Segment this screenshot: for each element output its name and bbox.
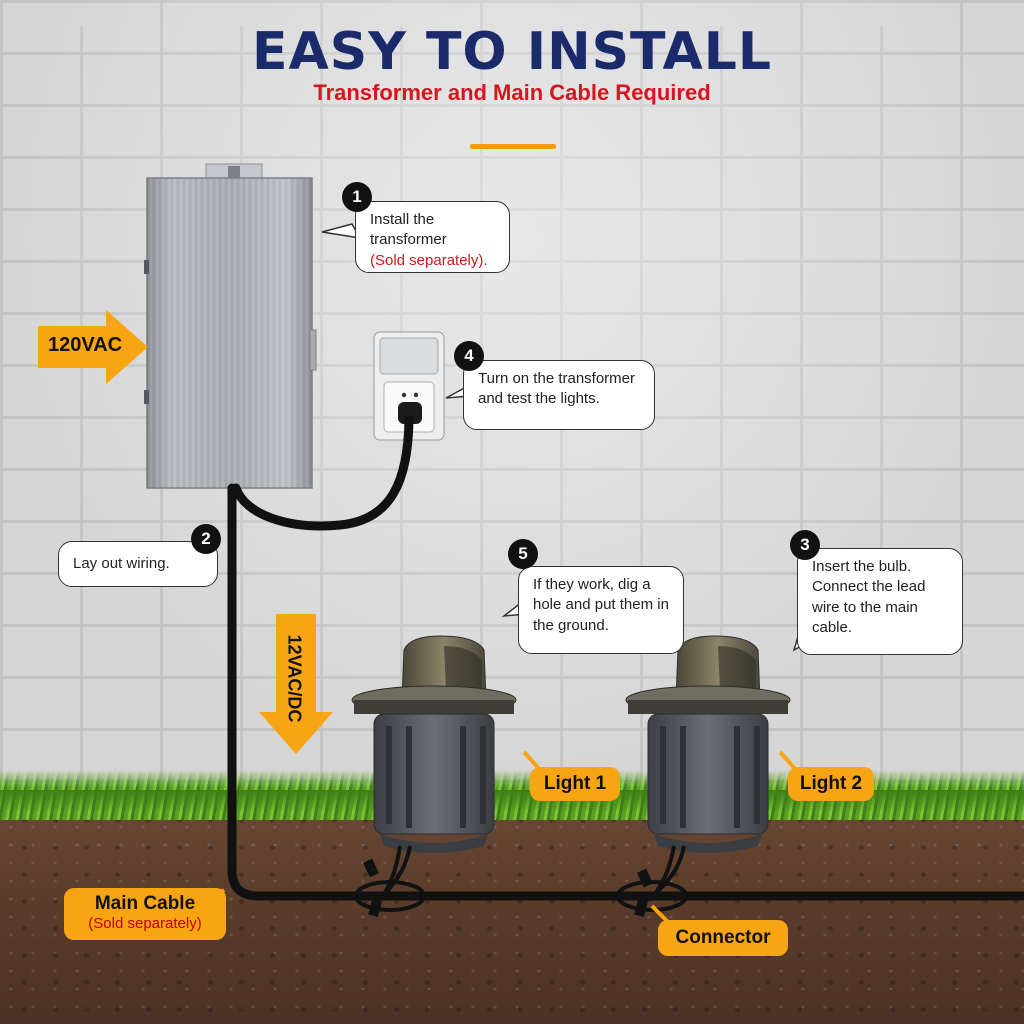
callout-step-1: Install the transformer (Sold separately… (355, 201, 510, 273)
title-divider (470, 144, 556, 149)
step-1-badge: 1 (342, 182, 372, 212)
connector-tag: Connector (658, 920, 788, 956)
callout-step-5: If they work, dig a hole and put them in… (518, 566, 684, 654)
step-2-badge: 2 (191, 524, 221, 554)
main-cable (227, 483, 1024, 901)
page-subtitle: Transformer and Main Cable Required (313, 80, 711, 105)
connector-loop-1 (354, 880, 426, 912)
light-2-fixture (625, 635, 791, 918)
page-title: EASY TO INSTALL (251, 22, 773, 82)
transformer-box (144, 163, 317, 489)
light-1-tag: Light 1 (530, 767, 620, 801)
callout-step-4: Turn on the transformer and test the lig… (463, 360, 655, 430)
step-5-badge: 5 (508, 539, 538, 569)
main-cable-tag: Main Cable (Sold separately) (64, 888, 226, 940)
main-cable-label: Main Cable (94, 893, 196, 914)
step-2-text: Lay out wiring. (73, 555, 170, 572)
power-cord (231, 415, 414, 531)
arrow-120vac (38, 310, 148, 384)
connector-label: Connector (675, 927, 771, 948)
outdoor-outlet (373, 331, 445, 441)
arrow-12vac (259, 614, 333, 754)
output-voltage-label: 12VAC/DC (284, 634, 305, 723)
light-2-label: Light 2 (799, 773, 863, 794)
step-1-text: Install the transformer (370, 211, 447, 249)
callout-step-2: Lay out wiring. (58, 541, 218, 587)
step-4-badge: 4 (454, 341, 484, 371)
step-3-text: Insert the bulb. Connect the lead wire t… (812, 558, 926, 636)
step-4-text: Turn on the transformer and test the lig… (478, 370, 636, 408)
light-1-fixture (351, 635, 517, 918)
callout-step-3: Insert the bulb. Connect the lead wire t… (797, 548, 963, 655)
step-1-note: (Sold separately). (370, 251, 488, 269)
step-5-text: If they work, dig a hole and put them in… (533, 576, 669, 634)
light-1-label: Light 1 (543, 773, 607, 794)
main-cable-note: (Sold separately) (88, 915, 202, 932)
input-voltage-label: 120VAC (48, 334, 123, 356)
step-3-badge: 3 (790, 530, 820, 560)
connector-loop-2 (616, 880, 688, 912)
light-2-tag: Light 2 (788, 767, 874, 801)
